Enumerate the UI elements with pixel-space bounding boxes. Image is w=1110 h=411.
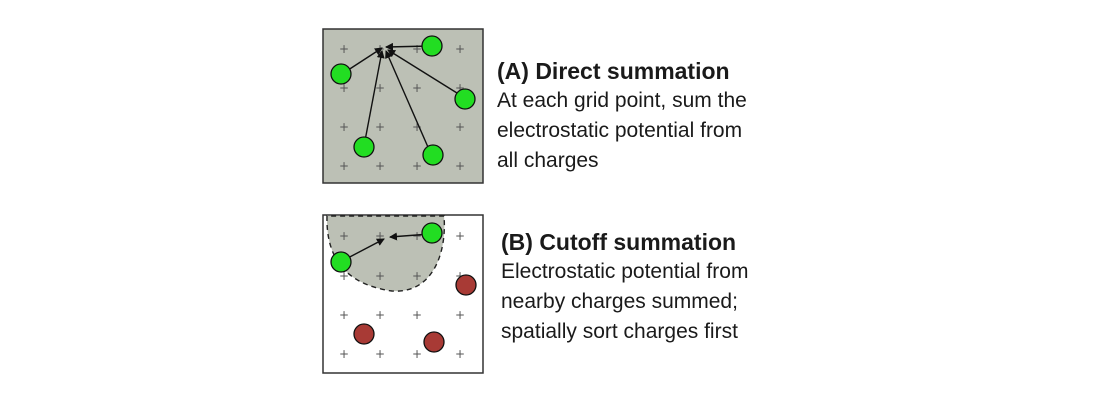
grid-point-plus-icon: + [339,159,349,173]
charge-icon [422,144,444,166]
grid-point-plus-icon: + [412,81,422,95]
grid-point-plus-icon: + [455,308,465,322]
panel-b-description-line: nearby charges summed; [501,290,738,313]
grid-point-plus-icon: + [375,81,385,95]
charge-icon [455,274,477,296]
panel-a-caption: (A) Direct summation At each grid point,… [497,56,747,176]
grid-point-plus-icon: + [455,347,465,361]
charge-icon [353,136,375,158]
panel-b-description-line: spatially sort charges first [501,320,738,343]
panel-b-title: (B) Cutoff summation [501,229,737,255]
panel-b-diagram: + + + + + + + + + + + + + + + + [322,214,484,374]
panel-b-description-line: Electrostatic potential from [501,260,749,283]
charge-icon [421,222,443,244]
grid-point-plus-icon: + [339,347,349,361]
charge-icon [330,251,352,273]
charge-icon [330,63,352,85]
grid-point-plus-icon: + [339,308,349,322]
grid-point-plus-icon: + [412,120,422,134]
grid-point-plus-icon: + [412,229,422,243]
grid-point-plus-icon: + [455,269,465,283]
grid-point-plus-icon: + [375,347,385,361]
arrow [385,50,432,155]
panel-b-caption: (B) Cutoff summation Electrostatic poten… [501,227,748,347]
charge-icon [353,323,375,345]
arrow [387,49,466,99]
grid-point-plus-icon: + [412,269,422,283]
charge-icon [454,88,476,110]
grid-point-plus-icon: + [375,159,385,173]
grid-point-plus-icon: + [412,159,422,173]
panel-a-grid-points: ++++++++++++++++ [339,42,465,173]
charge-icon [423,331,445,353]
grid-point-plus-icon: + [455,229,465,243]
grid-point-plus-icon: + [412,42,422,56]
grid-point-plus-icon: + [339,269,349,283]
grid-point-plus-icon: + [455,81,465,95]
panel-b-grid-points: + + + + + + + + + + + + + + + + [339,229,465,361]
grid-point-plus-icon: + [412,308,422,322]
panel-a-title: (A) Direct summation [497,58,730,84]
grid-point-plus-icon: + [375,120,385,134]
panel-a-diagram: ++++++++++++++++ [322,28,484,184]
panel-a-charges [330,35,476,166]
grid-point-plus-icon: + [455,42,465,56]
grid-point-plus-icon: + [339,120,349,134]
grid-point-plus-icon: + [339,229,349,243]
grid-point-plus-icon: + [339,81,349,95]
arrow [343,238,385,261]
grid-point-plus-icon: + [375,308,385,322]
grid-point-plus-icon: + [455,120,465,134]
grid-point-plus-icon: + [339,42,349,56]
panel-a-description-line: all charges [497,149,599,172]
arrow [363,50,385,147]
grid-point-plus-icon: + [455,159,465,173]
panel-a-background [322,28,484,184]
grid-point-plus-icon: + [375,229,385,243]
panel-a-description-line: electrostatic potential from [497,119,743,142]
panel-a-description-line: At each grid point, sum the [497,89,747,112]
grid-point-plus-icon: + [375,269,385,283]
grid-point-plus-icon: + [412,347,422,361]
panel-b-far-charges [353,274,477,353]
charge-icon [421,35,443,57]
panel-b-near-charges [330,222,443,273]
